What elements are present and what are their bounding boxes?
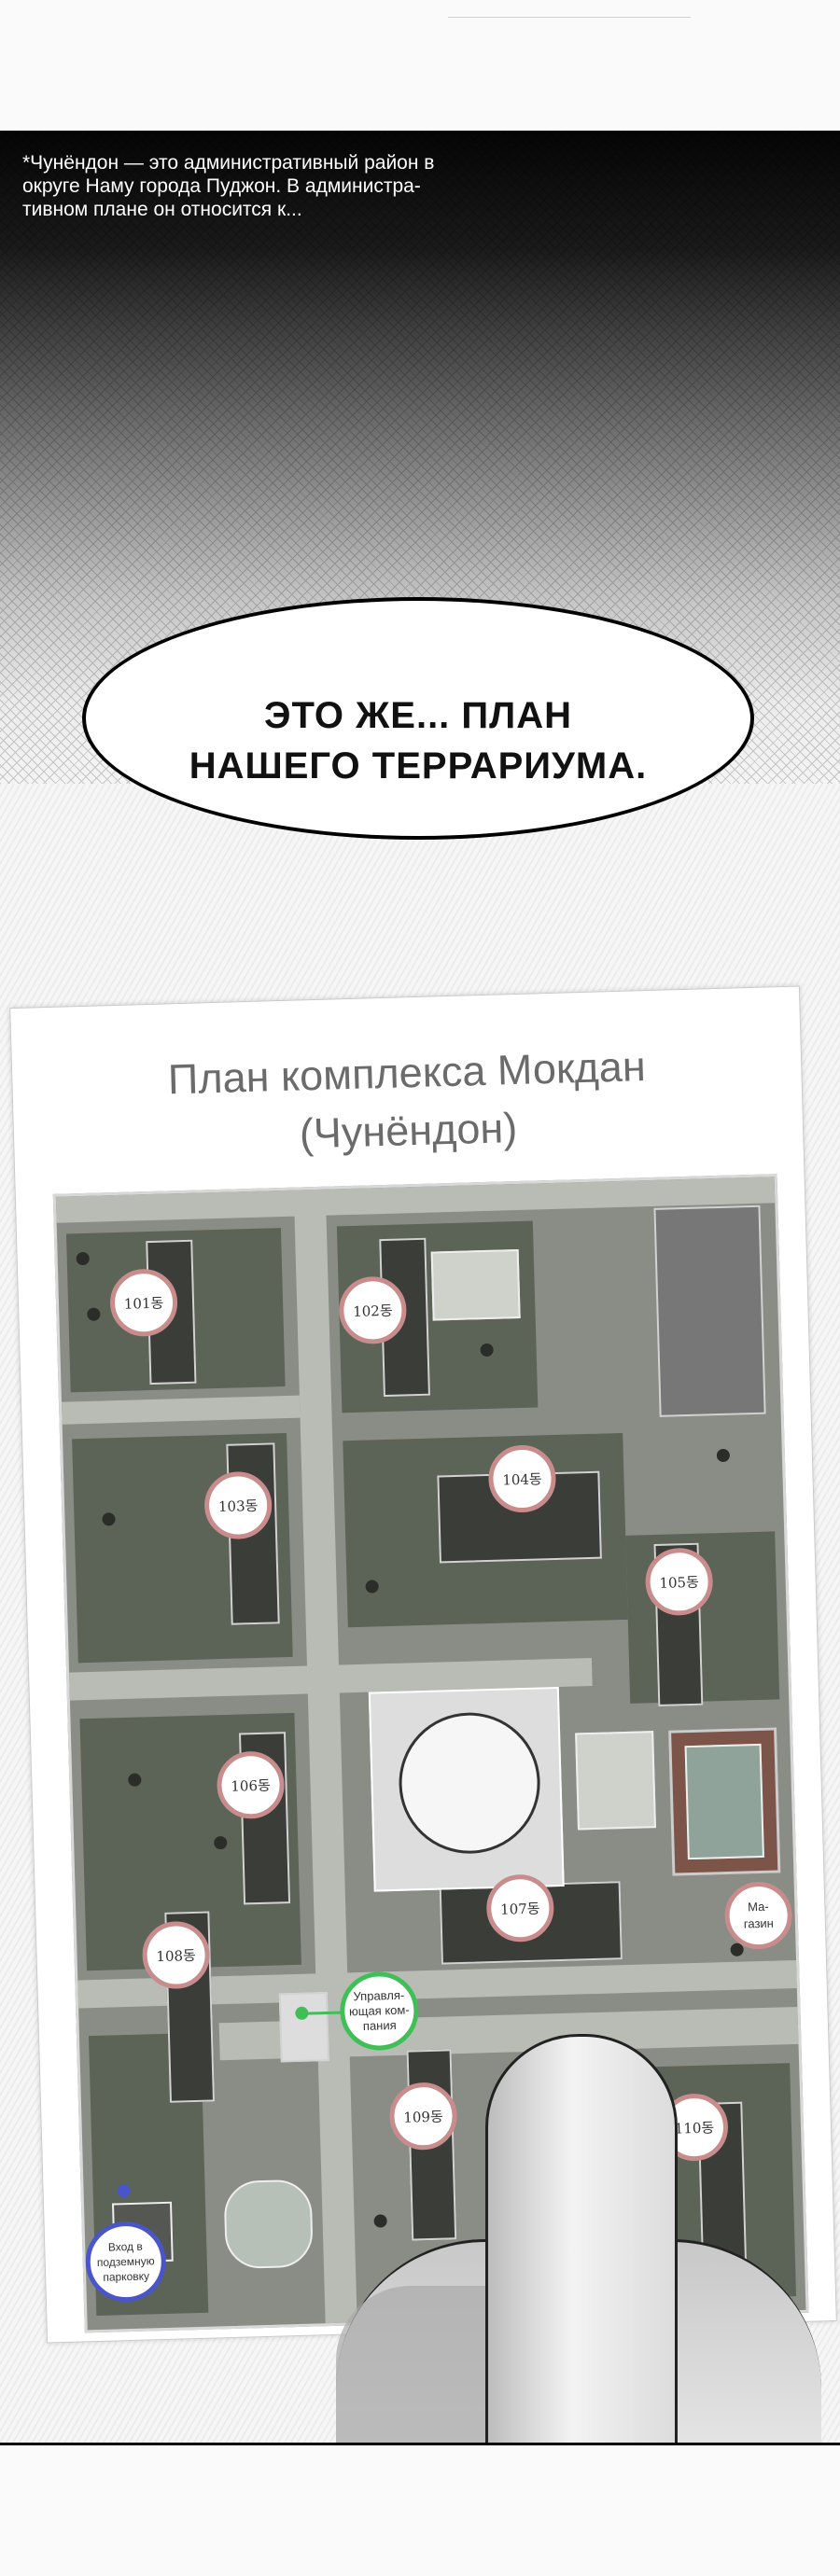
narration-caption: *Чунёндон — это административный район в… xyxy=(22,152,435,220)
speech-bubble-text: ЭТО ЖЕ... ПЛАН НАШЕГО ТЕРРАРИУМА. xyxy=(189,695,648,787)
commercial-building xyxy=(653,1204,766,1417)
plan-title: План комплекса Мокдан (Чунёндон) xyxy=(167,1042,647,1158)
complex-plan-sheet: План комплекса Мокдан (Чунёндон) xyxy=(9,985,837,2344)
playground xyxy=(430,1248,521,1321)
tree xyxy=(373,2214,387,2228)
garden xyxy=(223,2179,314,2270)
bottom-margin xyxy=(0,2443,840,2576)
sports-court xyxy=(575,1731,656,1831)
shop-marker[interactable]: Ма- газин xyxy=(723,1881,793,1951)
tree xyxy=(716,1448,731,1463)
complex-map: 101동 102동 103동 104동 105동 106동 107동 108동 … xyxy=(52,1174,809,2333)
top-margin xyxy=(0,0,840,131)
road xyxy=(61,1395,301,1425)
faint-line xyxy=(448,17,691,18)
speech-bubble xyxy=(82,597,754,840)
management-building xyxy=(278,1992,329,2063)
tennis-court xyxy=(668,1727,781,1876)
tennis-court-surface xyxy=(684,1743,764,1860)
hand-shadow xyxy=(336,2286,504,2444)
